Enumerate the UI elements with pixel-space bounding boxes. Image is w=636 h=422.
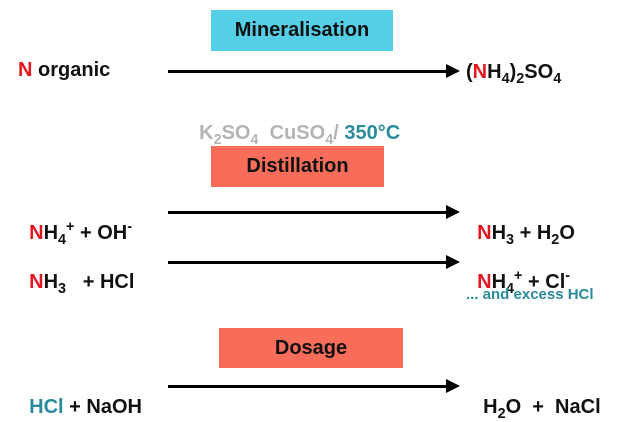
distillation-reaction1-reactants: NH4+ + OH- — [29, 219, 133, 249]
dosage-banner: Dosage — [219, 328, 403, 368]
mineralisation-reactant: N organic — [18, 60, 110, 80]
distillation-reaction1-products: NH3 + H2O — [477, 222, 575, 249]
temperature: 350°C — [344, 122, 401, 144]
reactant-text: organic — [32, 59, 111, 81]
excess-hcl-note: ... and excess HCl — [466, 286, 594, 303]
dosage-title: Dosage — [274, 336, 348, 359]
distillation-reaction2-products: NH4+ + Cl- — [477, 268, 571, 298]
mineralisation-title: Mineralisation — [234, 19, 370, 41]
dosage-reactants: HCl + NaOH — [29, 396, 142, 418]
distillation-reaction2-reactants: NH3 + HCl — [29, 271, 135, 298]
mineralisation-product: (NH4)2SO4 — [466, 61, 562, 88]
dosage-arrow — [168, 379, 460, 393]
distillation-arrow-1 — [168, 205, 460, 219]
mineralisation-conditions: K2SO4 CuSO4/ 350°C — [199, 122, 401, 149]
nitrogen-symbol: N — [18, 59, 33, 81]
distillation-title: Distillation — [246, 155, 349, 177]
dosage-products: H2O + NaCl — [483, 396, 601, 422]
distillation-arrow-2 — [168, 255, 460, 269]
mineralisation-banner: Mineralisation — [211, 10, 393, 51]
mineralisation-arrow — [168, 64, 460, 78]
distillation-banner: Distillation — [211, 146, 384, 187]
